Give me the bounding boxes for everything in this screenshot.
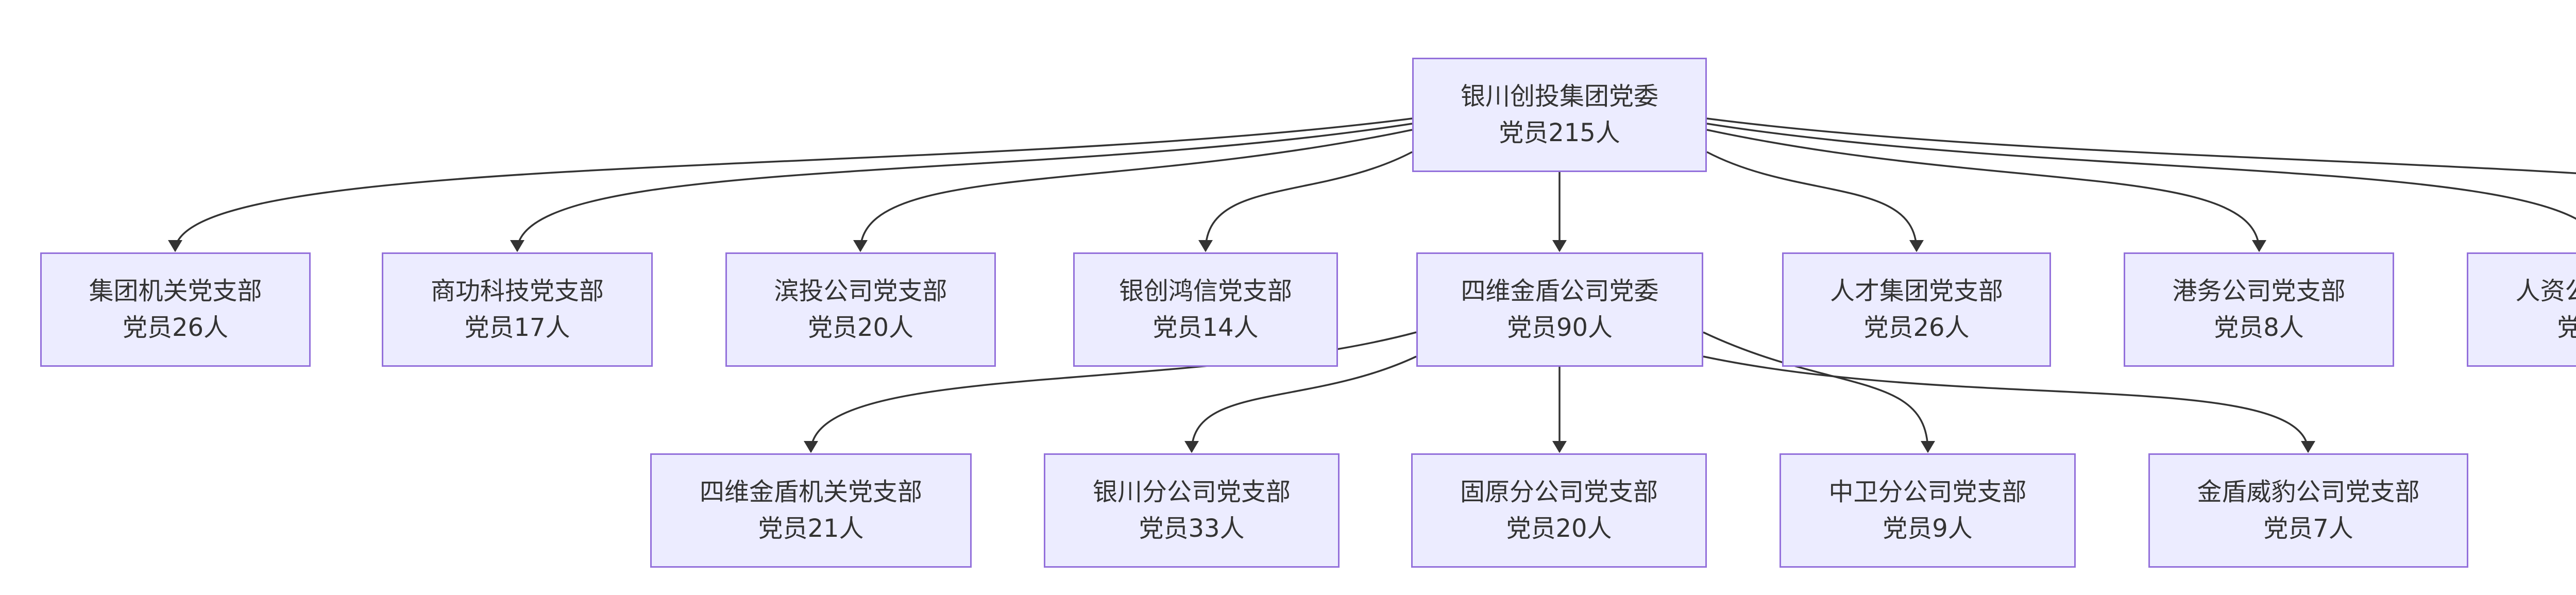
edge-root-to-l2-3	[853, 129, 1413, 252]
org-node-members: 党员21人	[758, 514, 864, 543]
org-node-name: 人才集团党支部	[1829, 277, 2003, 305]
org-node-members: 党员26人	[1863, 313, 1970, 342]
org-node-name: 中卫分公司党支部	[1828, 478, 2027, 506]
org-node-name: 银川创投集团党委	[1460, 82, 1658, 111]
org-node-l3-3: 固原分公司党支部 党员20人	[1411, 453, 1707, 568]
org-node-l2-4: 银创鸿信党支部 党员14人	[1073, 252, 1338, 367]
edge-root-to-l2-9	[1706, 117, 2576, 175]
org-node-members: 党员8人	[2214, 313, 2304, 342]
org-node-l2-2: 商功科技党支部 党员17人	[382, 252, 653, 367]
org-node-members: 党员17人	[464, 313, 570, 342]
org-node-members: 党员7人	[2263, 514, 2353, 543]
org-node-members: 党员33人	[1139, 514, 1245, 543]
org-node-l2-5: 四维金盾公司党委 党员90人	[1416, 252, 1703, 367]
org-node-members: 党员20人	[1506, 514, 1612, 543]
org-node-members: 党员20人	[807, 313, 914, 342]
org-node-l2-3: 滨投公司党支部 党员20人	[725, 252, 996, 367]
org-node-l3-1: 四维金盾机关党支部 党员21人	[650, 453, 972, 568]
org-node-l2-1: 集团机关党支部 党员26人	[40, 252, 311, 367]
org-node-l3-2: 银川分公司党支部 党员33人	[1044, 453, 1340, 568]
org-node-name: 港务公司党支部	[2172, 277, 2346, 305]
org-node-root: 银川创投集团党委 党员215人	[1412, 58, 1707, 172]
edge-root-to-l2-7	[1706, 129, 2266, 252]
org-node-l3-4: 中卫分公司党支部 党员9人	[1780, 453, 2076, 568]
org-node-members: 党员215人	[1499, 118, 1620, 147]
org-node-name: 商功科技党支部	[430, 277, 604, 305]
edge-root-to-l2-4	[1198, 151, 1413, 252]
org-node-name: 集团机关党支部	[89, 277, 262, 305]
org-node-l2-8: 人资公司党支部 党员5人	[2467, 252, 2576, 367]
org-node-name: 金盾威豹公司党支部	[2197, 478, 2420, 506]
org-node-members: 党员26人	[122, 313, 229, 342]
org-node-name: 银川分公司党支部	[1092, 478, 1291, 506]
org-node-name: 银创鸿信党支部	[1118, 277, 1292, 305]
org-node-members: 党员5人	[2557, 313, 2576, 342]
org-node-name: 滨投公司党支部	[774, 277, 947, 305]
edge-root-to-l2-1	[168, 117, 1413, 252]
edge-l2-5-to-l3-2	[1184, 355, 1417, 453]
edge-root-to-l2-8	[1706, 123, 2576, 220]
org-node-members: 党员14人	[1153, 313, 1259, 342]
org-node-members: 党员90人	[1506, 313, 1613, 342]
edge-l2-5-to-l3-5	[1703, 355, 2315, 453]
org-node-l3-5: 金盾威豹公司党支部 党员7人	[2148, 453, 2468, 568]
edge-root-to-l2-6	[1706, 151, 1924, 252]
org-node-name: 四维金盾机关党支部	[699, 478, 922, 506]
edge-l2-5-to-l3-4	[1703, 331, 1935, 453]
org-node-members: 党员9人	[1883, 514, 1973, 543]
org-node-name: 固原分公司党支部	[1460, 478, 1658, 506]
org-node-l2-7: 港务公司党支部 党员8人	[2124, 252, 2394, 367]
org-node-l2-6: 人才集团党支部 党员26人	[1782, 252, 2051, 367]
edge-root-to-l2-2	[510, 123, 1413, 252]
org-node-name: 人资公司党支部	[2515, 277, 2576, 305]
org-node-name: 四维金盾公司党委	[1461, 277, 1659, 305]
